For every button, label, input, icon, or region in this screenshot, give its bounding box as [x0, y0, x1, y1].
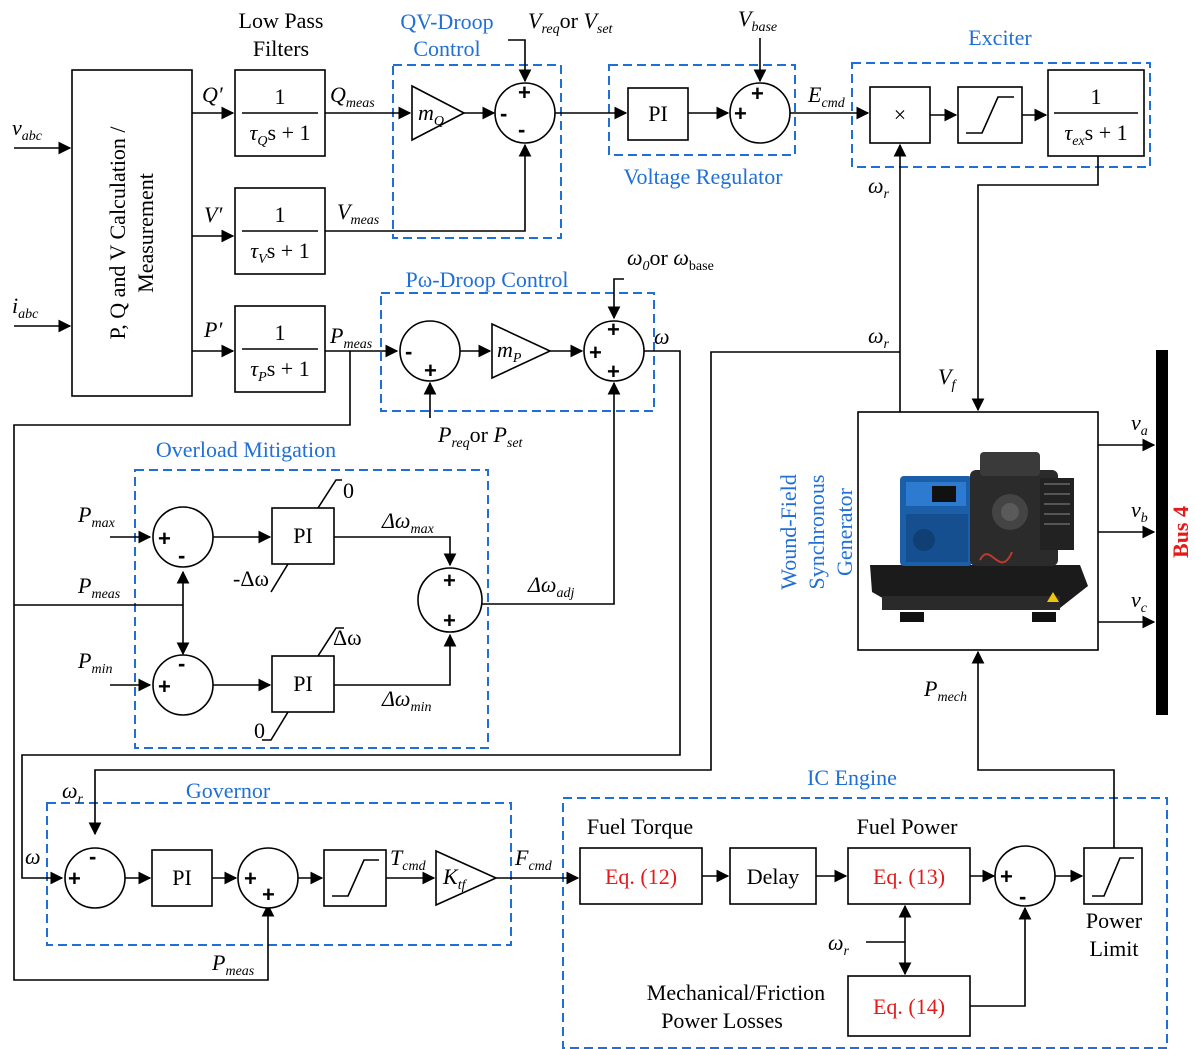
- overload-pi-max-label: PI: [293, 523, 313, 548]
- exciter-title: Exciter: [968, 25, 1032, 50]
- governor-limiter: [324, 850, 386, 906]
- measurement-block: [72, 70, 192, 396]
- f-cmd-label: Fcmd: [514, 845, 553, 874]
- vbase-sum-plus-top: +: [751, 81, 764, 106]
- omega-sum-plus-left: +: [589, 340, 602, 365]
- v-filter-num: 1: [275, 202, 286, 227]
- t-cmd-label: Tcmd: [390, 845, 427, 874]
- pmax-sum-minus: -: [178, 543, 185, 568]
- omega-r-engine-label: ωr: [828, 930, 850, 959]
- pmin-sum-minus: -: [178, 651, 185, 676]
- vabc-label: vabc: [12, 115, 43, 144]
- p-meas-label: Pmeas: [329, 323, 373, 352]
- q-filter-num: 1: [275, 84, 286, 109]
- gov-sum2-plus-left: +: [244, 866, 257, 891]
- e-cmd-label: Ecmd: [807, 82, 846, 111]
- overload-pi-min-label: PI: [293, 671, 313, 696]
- dw-sum-plus-bottom: +: [443, 608, 456, 633]
- pw-sum-plus: +: [424, 358, 437, 383]
- omega-r-label-mid: ωr: [868, 323, 890, 352]
- p-meas-ol-label: Pmeas: [77, 573, 121, 602]
- fuel-torque-label: Fuel Torque: [587, 814, 693, 839]
- pmin-sum-plus: +: [158, 674, 171, 699]
- vb-label: vb: [1131, 497, 1148, 526]
- pi-max-lower-limit: [271, 564, 288, 592]
- exciter-filter-num: 1: [1091, 84, 1102, 109]
- eq13-label: Eq. (13): [873, 864, 945, 889]
- bus-label: Bus 4: [1168, 506, 1193, 558]
- multiplier-symbol: ×: [894, 102, 906, 127]
- generator-illustration: [870, 452, 1088, 622]
- overload-title: Overload Mitigation: [156, 437, 336, 462]
- p-meas-gov-label: Pmeas: [211, 950, 255, 979]
- qv-sum-plus-top: +: [518, 80, 531, 105]
- iabc-label: iabc: [12, 293, 39, 322]
- p-max-label: Pmax: [77, 502, 116, 531]
- ic-engine-title: IC Engine: [807, 765, 897, 790]
- loss-sum-minus: -: [1019, 884, 1026, 909]
- va-label: va: [1131, 410, 1148, 439]
- q-prime-label: Q′: [202, 82, 224, 107]
- pmax-sum-plus: +: [158, 526, 171, 551]
- gov-sum-plus: +: [68, 866, 81, 891]
- omega-sum-plus-bottom: +: [607, 359, 620, 384]
- eq14-label: Eq. (14): [873, 994, 945, 1019]
- pi-max-upper-limit: [318, 480, 342, 508]
- gov-sum-minus: -: [89, 844, 96, 869]
- pi-min-lower-limit-label: 0: [254, 718, 265, 743]
- pi-max-lower-limit-label: -Δω: [233, 566, 269, 591]
- delay-label: Delay: [747, 864, 800, 889]
- p-prime-label: P′: [203, 317, 223, 342]
- losses-label: Mechanical/FrictionPower Losses: [647, 980, 825, 1033]
- d-omega-max-label: Δωmax: [381, 508, 435, 537]
- loss-sum-plus: +: [1000, 864, 1013, 889]
- eq12-label: Eq. (12): [605, 864, 677, 889]
- p-min-label: Pmin: [77, 648, 112, 677]
- dw-sum-plus-top: +: [443, 568, 456, 593]
- v-meas-label: Vmeas: [337, 199, 380, 228]
- omega0-label: ω0or ωbase: [627, 245, 714, 274]
- voltage-regulator-pi-label: PI: [648, 101, 668, 126]
- pi-max-upper-limit-label: 0: [343, 478, 354, 503]
- voltage-regulator-title: Voltage Regulator: [623, 164, 783, 189]
- omega-r-gov-label: ωr: [62, 778, 84, 807]
- bus-bar: [1156, 350, 1168, 715]
- v-prime-label: V′: [204, 202, 223, 227]
- qv-sum-minus-bottom: -: [518, 117, 525, 142]
- fuel-power-label: Fuel Power: [857, 814, 959, 839]
- pw-sum-minus: -: [405, 339, 412, 364]
- omega-gov-label: ω: [25, 844, 41, 869]
- omega-out-label: ω: [654, 324, 670, 349]
- governor-pi-label: PI: [172, 865, 192, 890]
- d-omega-adj-label: Δωadj: [527, 572, 574, 601]
- vf-label: Vf: [938, 364, 957, 393]
- omega-sum-plus-top: +: [607, 317, 620, 342]
- v-base-label: Vbase: [738, 6, 777, 35]
- d-omega-min-label: Δωmin: [381, 686, 431, 715]
- q-meas-label: Qmeas: [330, 82, 375, 111]
- v-req-set-label: Vreqor Vset: [528, 8, 614, 37]
- omega-r-label-top: ωr: [868, 173, 890, 202]
- governor-title: Governor: [186, 778, 271, 803]
- p-filter-num: 1: [275, 320, 286, 345]
- vc-label: vc: [1131, 587, 1148, 616]
- pi-min-lower-limit: [262, 712, 288, 740]
- p-mech-label: Pmech: [923, 676, 967, 705]
- pi-min-upper-limit-label: Δω: [333, 625, 362, 650]
- p-req-set-label: Preqor Pset: [437, 422, 524, 451]
- pw-droop-title: Pω-Droop Control: [406, 267, 569, 292]
- qv-sum-minus-left: -: [500, 101, 507, 126]
- vbase-sum-plus-left: +: [734, 101, 747, 126]
- gov-sum2-plus-bottom: +: [262, 882, 275, 907]
